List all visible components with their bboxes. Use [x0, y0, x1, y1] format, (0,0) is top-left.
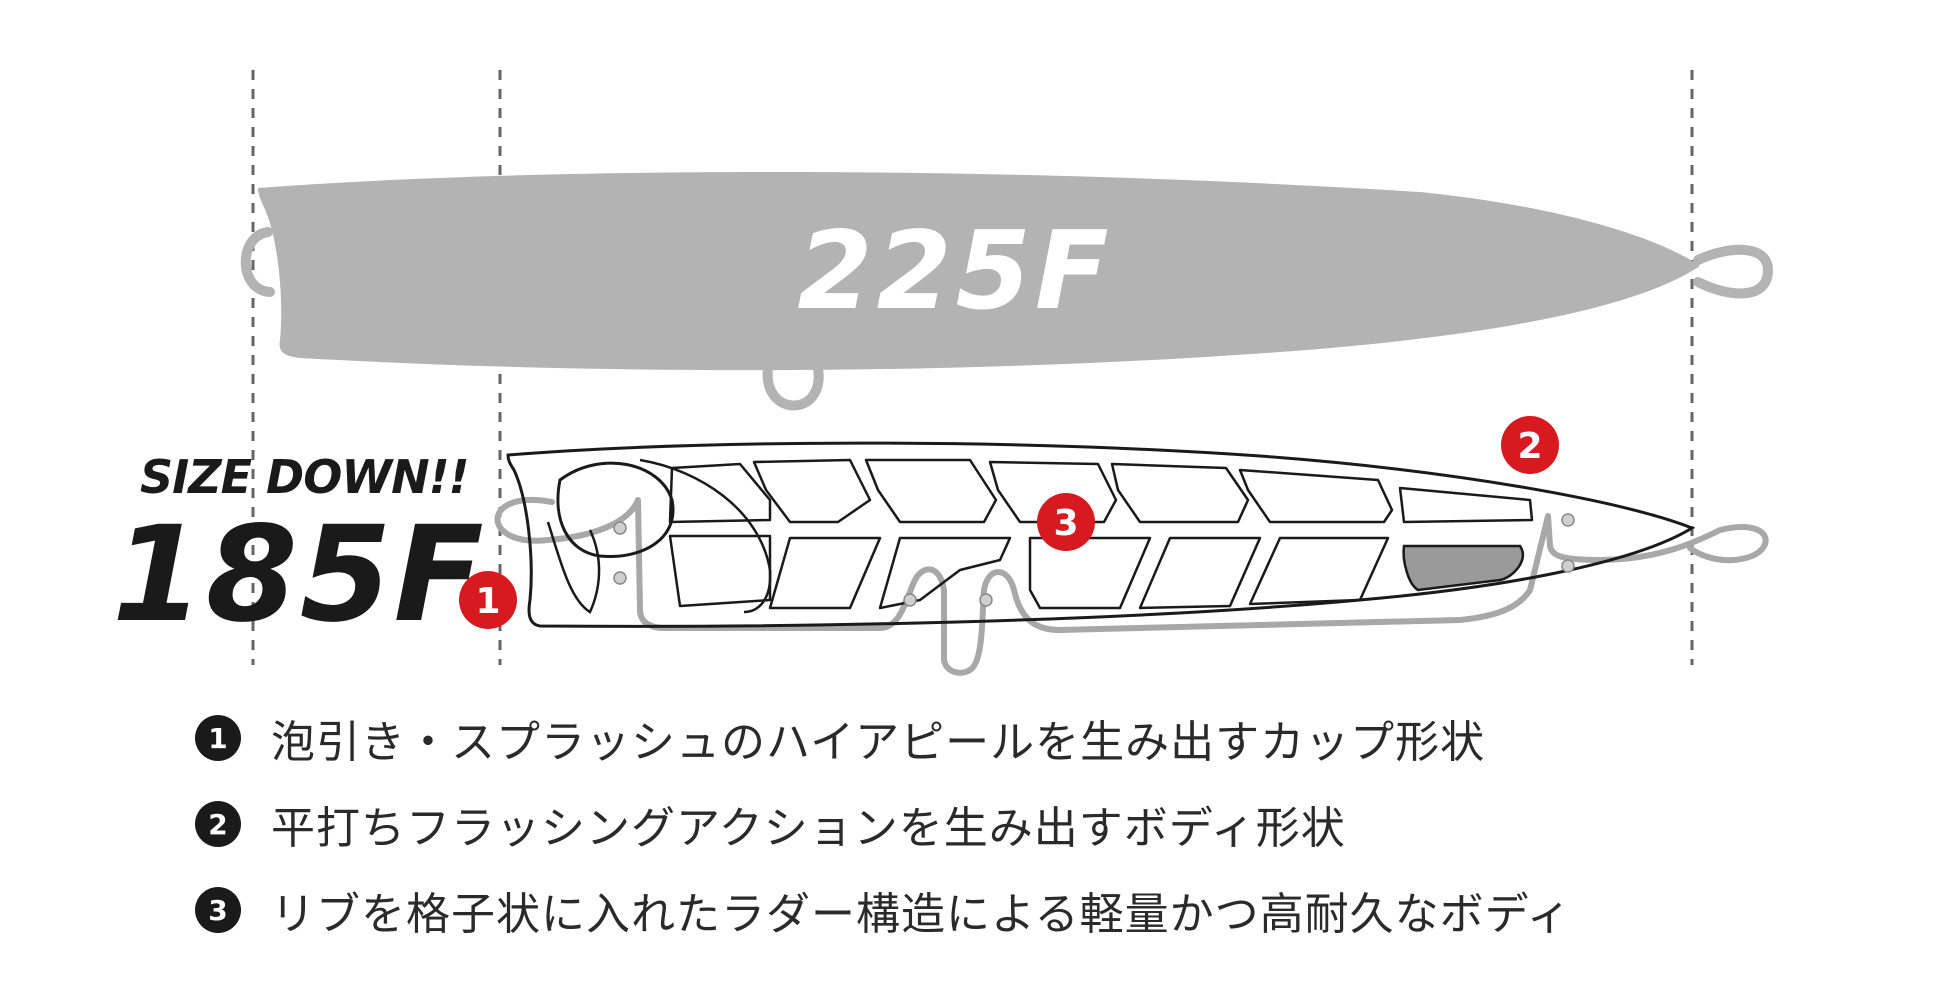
small-lure-model-label: 185F — [112, 498, 486, 652]
size-down-tagline: SIZE DOWN!! — [140, 450, 469, 504]
legend-number-badge: 3 — [195, 887, 241, 933]
weight-insert — [1402, 544, 1525, 592]
cup-inner — [546, 521, 601, 614]
head-curve — [639, 458, 772, 614]
legend-item: 3 リブを格子状に入れたラダー構造による軽量かつ高耐久なボディ — [195, 880, 1835, 940]
callout-1-number: 1 — [475, 581, 500, 622]
large-lure-body — [258, 172, 1700, 371]
guide-lines — [251, 70, 1694, 665]
legend-number-badge: 2 — [195, 801, 241, 847]
callout-2: 2 — [1501, 416, 1559, 474]
legend-text: 平打ちフラッシングアクションを生み出すボディ形状 — [271, 803, 1346, 854]
small-lure — [494, 441, 1769, 676]
callout-1-circle — [459, 571, 517, 629]
wire-pins — [613, 513, 1575, 607]
through-wire — [494, 497, 1769, 676]
callout-2-circle — [1501, 416, 1559, 474]
large-lure-tail-eye — [240, 227, 275, 297]
callout-2-number: 2 — [1517, 426, 1542, 467]
large-lure-nose-eye — [1693, 244, 1774, 299]
legend-text: リブを格子状に入れたラダー構造による軽量かつ高耐久なボディ — [271, 889, 1572, 940]
feature-legend: 1 泡引き・スプラッシュのハイアピールを生み出すカップ形状 2 平打ちフラッシン… — [195, 708, 1835, 966]
legend-number-badge: 1 — [195, 715, 241, 761]
callout-3-circle — [1037, 493, 1095, 551]
callout-1: 1 — [459, 571, 517, 629]
large-lure: 225F — [240, 172, 1774, 411]
legend-text: 泡引き・スプラッシュのハイアピールを生み出すカップ形状 — [271, 717, 1486, 768]
cup-shape — [556, 461, 675, 559]
legend-item: 1 泡引き・スプラッシュのハイアピールを生み出すカップ形状 — [195, 708, 1835, 768]
large-lure-belly-eye — [762, 363, 824, 411]
large-lure-model-label: 225F — [797, 209, 1112, 334]
rib-lattice — [668, 458, 1534, 610]
small-lure-body-outline — [506, 441, 1696, 628]
legend-item: 2 平打ちフラッシングアクションを生み出すボディ形状 — [195, 794, 1835, 854]
callout-3-number: 3 — [1053, 503, 1078, 544]
callout-3: 3 — [1037, 493, 1095, 551]
